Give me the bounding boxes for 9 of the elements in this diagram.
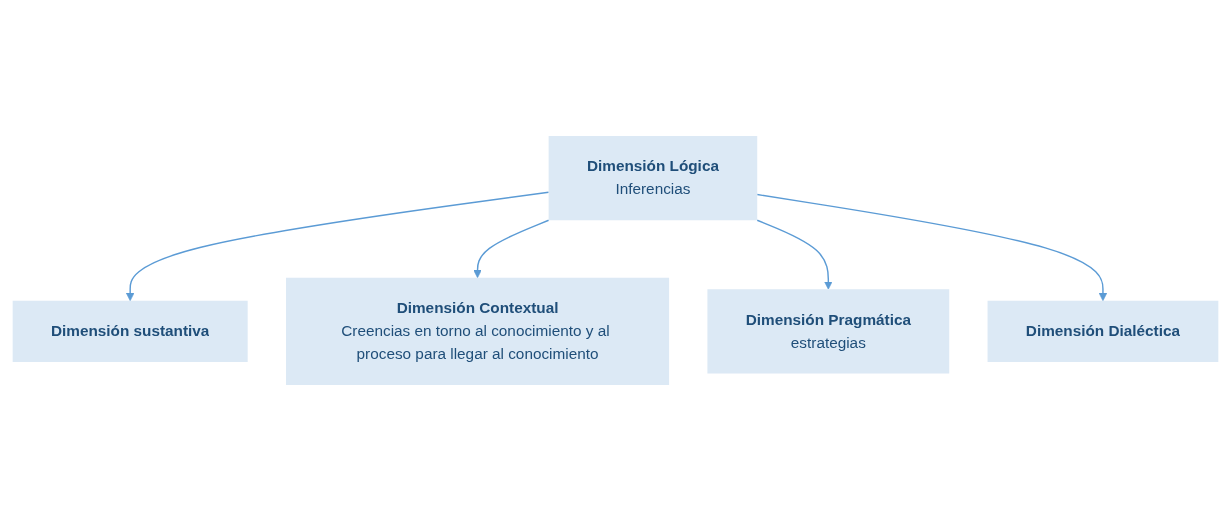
arrow — [125, 191, 550, 302]
node-box: Dimensión sustantiva — [12, 300, 248, 362]
node-box: Dimensión Lógica Inferencias — [548, 136, 758, 221]
node-box: Dimensión Pragmática estrategias — [707, 289, 950, 374]
node-box: Dimensión Contextual Creencias en torno al conocimiento y al proceso para llegar al conocimiento — [286, 277, 670, 385]
node-box: Dimensión Dialéctica — [987, 300, 1219, 362]
arrow — [756, 193, 1108, 302]
arrow — [756, 219, 833, 290]
arrow — [473, 219, 550, 279]
